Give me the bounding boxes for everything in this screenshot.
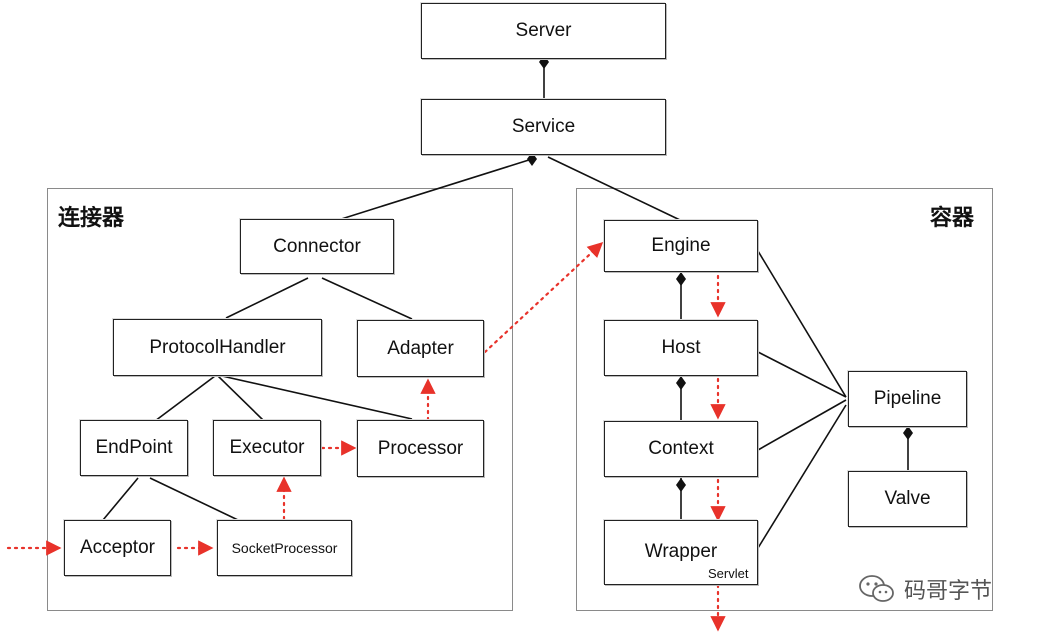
connector-region: [47, 188, 513, 611]
flow-adapter-to-engine: [483, 241, 604, 354]
adapter-node: Adapter: [357, 320, 484, 377]
connector-adapter-link: [321, 277, 413, 320]
engine-composition-diamond: [676, 272, 686, 286]
protocolhandler-processor-link: [221, 375, 413, 420]
context-composition-diamond: [676, 478, 686, 492]
connector-node: Connector: [240, 219, 394, 274]
servlet-label: Servlet: [708, 566, 749, 581]
host-node: Host: [604, 320, 758, 376]
protocol-handler-node: ProtocolHandler: [113, 319, 322, 376]
processor-node: Processor: [357, 420, 484, 477]
wrapper-label: Wrapper: [644, 541, 718, 562]
service-engine-link: [547, 156, 681, 221]
wechat-icon: [859, 575, 894, 602]
acceptor-node: Acceptor: [64, 520, 171, 576]
service-composition-diamond: [527, 152, 537, 166]
valve-node: Valve: [848, 471, 967, 527]
endpoint-acceptor-link: [102, 477, 139, 521]
wrapper-pipeline-link: [757, 404, 847, 549]
wrapper-node: Wrapper: [604, 520, 758, 585]
watermark-text: 码哥字节: [904, 579, 993, 604]
service-node: Service: [421, 99, 666, 155]
service-connector-link: [334, 158, 533, 222]
engine-node: Engine: [604, 220, 758, 272]
context-node: Context: [604, 421, 758, 477]
socket-processor-node: SocketProcessor: [217, 520, 352, 576]
watermark: 码哥字节: [858, 573, 992, 605]
connector-region-title: 连接器: [58, 206, 125, 231]
protocolhandler-executor-link: [217, 375, 264, 421]
endpoint-node: EndPoint: [80, 420, 188, 476]
endpoint-socketprocessor-link: [149, 477, 239, 521]
container-region-title: 容器: [930, 206, 975, 231]
context-pipeline-link: [757, 399, 847, 451]
protocolhandler-endpoint-link: [154, 375, 216, 422]
executor-node: Executor: [213, 420, 321, 476]
host-composition-diamond: [676, 376, 686, 390]
pipeline-composition-diamond: [903, 426, 913, 440]
pipeline-node: Pipeline: [848, 371, 967, 427]
container-region: [576, 188, 993, 611]
engine-pipeline-link: [757, 250, 847, 398]
host-pipeline-link: [757, 351, 847, 398]
connector-protocolhandler-link: [225, 277, 309, 319]
server-node: Server: [421, 3, 666, 59]
